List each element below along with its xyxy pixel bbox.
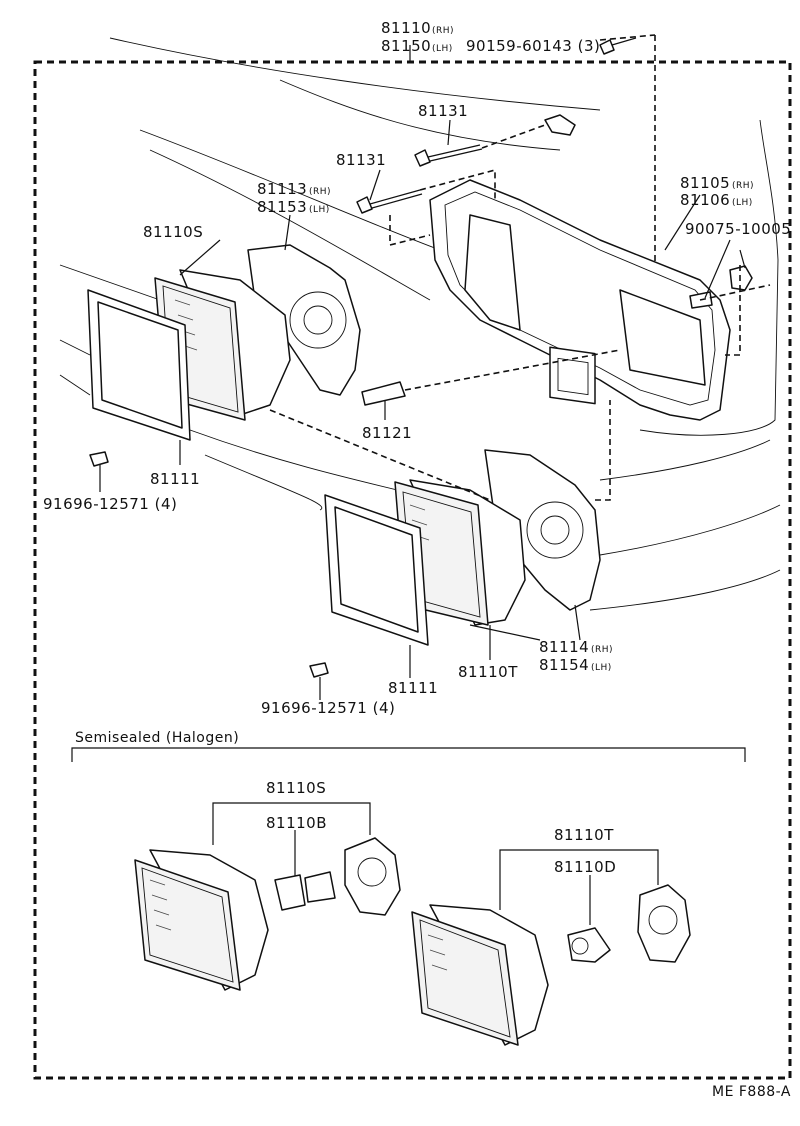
label-81114-tag: (RH) bbox=[591, 645, 613, 655]
section-title: Semisealed (Halogen) bbox=[75, 730, 239, 746]
label-81153-tag: (LH) bbox=[309, 205, 330, 215]
label-81110-rh-tag: (RH) bbox=[432, 26, 454, 36]
label-81154: 81154 bbox=[539, 656, 589, 674]
label-81110S-bot: 81110S bbox=[266, 779, 326, 797]
screw-91696-b bbox=[309, 662, 329, 690]
part-labels: 81110 (RH) 81150 (LH) 90159-60143 (3) 81… bbox=[43, 19, 791, 1100]
label-81113-tag: (RH) bbox=[309, 187, 331, 197]
semisealed-section bbox=[71, 747, 746, 1046]
leader-lines bbox=[99, 34, 771, 700]
label-81113: 81113 bbox=[257, 180, 307, 198]
label-91696-a: 91696-12571 (4) bbox=[43, 495, 177, 513]
label-90159: 90159-60143 (3) bbox=[466, 37, 600, 55]
label-81110T-bot: 81110T bbox=[554, 826, 614, 844]
headlamp-housing bbox=[429, 179, 731, 421]
label-81105: 81105 bbox=[680, 174, 730, 192]
label-81154-tag: (LH) bbox=[591, 663, 612, 673]
label-91696-b: 91696-12571 (4) bbox=[261, 699, 395, 717]
label-81114: 81114 bbox=[539, 638, 589, 656]
label-81106: 81106 bbox=[680, 191, 730, 209]
label-81153: 81153 bbox=[257, 198, 307, 216]
label-81110T-mid: 81110T bbox=[458, 663, 518, 681]
lamp-bracket-lower bbox=[484, 449, 601, 611]
label-81110S-top: 81110S bbox=[143, 223, 203, 241]
lamp-bezel-lower bbox=[324, 494, 429, 646]
adjusting-screw-81121 bbox=[361, 381, 406, 406]
body-contour-lines bbox=[59, 37, 781, 611]
label-81111-b: 81111 bbox=[388, 679, 438, 697]
clip-icon bbox=[544, 114, 576, 136]
label-81150-lh: 81150 bbox=[381, 37, 431, 55]
label-81110D: 81110D bbox=[554, 858, 616, 876]
label-81121: 81121 bbox=[362, 424, 412, 442]
lamp-bezel-upper bbox=[87, 289, 191, 441]
label-81131-b: 81131 bbox=[336, 151, 386, 169]
label-81105-tag: (RH) bbox=[732, 181, 754, 191]
figure-code: ME F888-A bbox=[712, 1084, 791, 1100]
nut-icon bbox=[729, 265, 753, 291]
outer-frame bbox=[33, 60, 792, 1080]
label-81110B: 81110B bbox=[266, 814, 327, 832]
label-81150-lh-tag: (LH) bbox=[432, 44, 453, 54]
label-81106-tag: (LH) bbox=[732, 198, 753, 208]
bolt-90159 bbox=[599, 37, 637, 55]
screw-81131-a bbox=[414, 144, 483, 167]
label-81110-rh: 81110 bbox=[381, 19, 431, 37]
label-90075: 90075-10005 bbox=[685, 220, 791, 238]
label-81111-a: 81111 bbox=[150, 470, 200, 488]
label-81131-a: 81131 bbox=[418, 102, 468, 120]
screw-91696-a bbox=[89, 451, 109, 480]
screw-81131-b bbox=[356, 189, 423, 214]
